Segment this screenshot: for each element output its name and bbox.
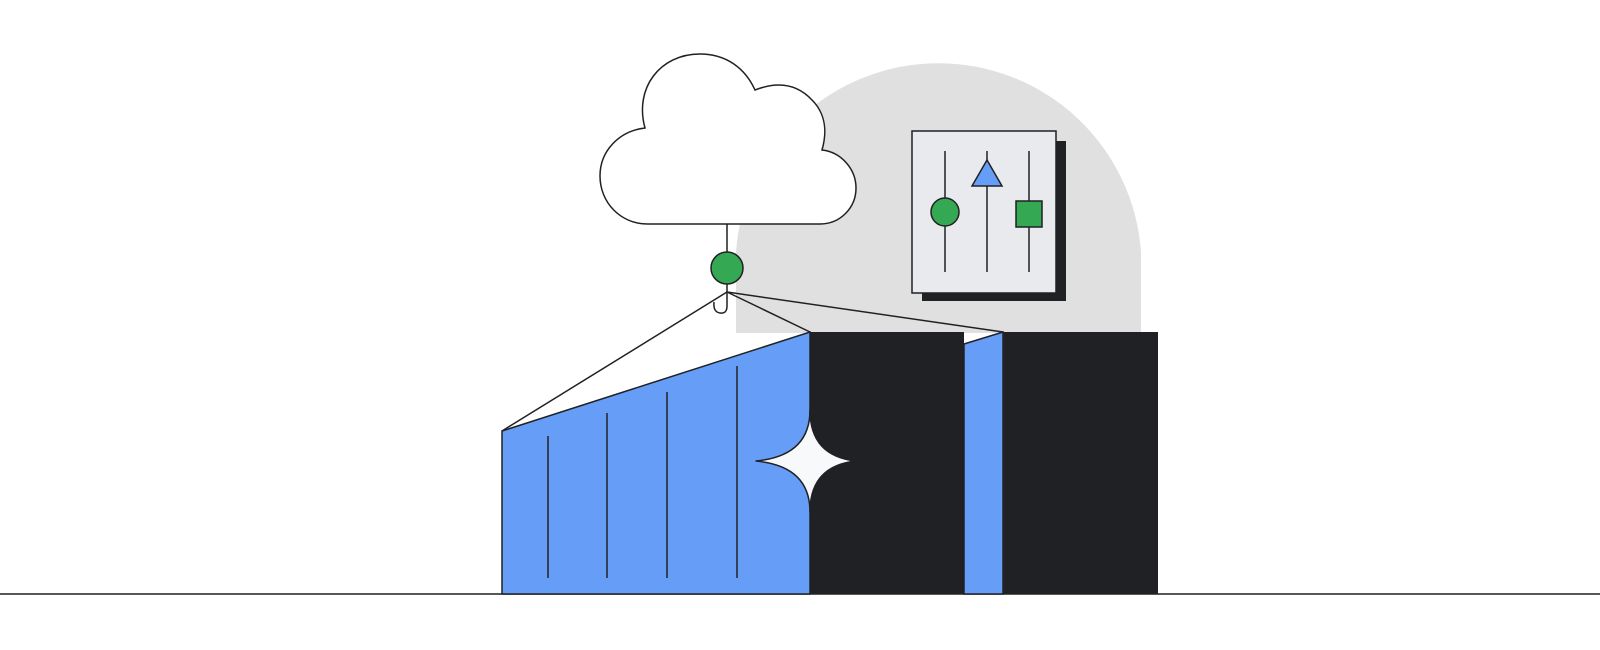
sling-cables: [501, 291, 1004, 432]
cloud-icon: [599, 53, 857, 225]
front-container: [501, 330, 964, 595]
rear-container-dark-face: [1003, 332, 1158, 594]
sparkle-icon: [755, 409, 857, 513]
sliders-icon: [911, 130, 1066, 301]
hook-ball: [710, 251, 744, 285]
cable-to-left-corner: [501, 291, 728, 432]
crane-hook-icon: [710, 224, 744, 314]
cable-to-back-edge: [726, 291, 1004, 333]
slider-knob-triangle: [970, 158, 1004, 187]
cable-to-top-edge: [726, 291, 811, 333]
hook-curl: [713, 284, 728, 314]
rear-container-blue-face: [963, 330, 1004, 595]
slider-knob-square: [1015, 200, 1043, 228]
rear-container: [963, 330, 1158, 595]
slider-knob-circle: [930, 197, 960, 227]
